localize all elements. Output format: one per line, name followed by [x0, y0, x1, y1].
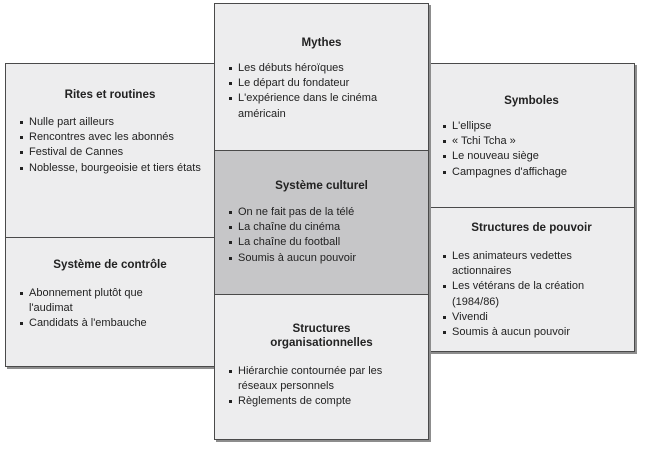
- list-item: Campagnes d'affichage: [443, 165, 628, 180]
- list-item: Rencontres avec les abonnés: [20, 130, 208, 145]
- box-symboles: Symboles L'ellipse « Tchi Tcha » Le nouv…: [428, 63, 635, 208]
- list-item: Le départ du fondateur: [229, 76, 379, 91]
- item-list: Hiérarchie contournée par les réseaux pe…: [229, 364, 404, 410]
- item-list: Abonnement plutôt que l'audimat Candidat…: [20, 286, 180, 332]
- box-systeme-de-controle: Système de contrôle Abonnement plutôt qu…: [5, 237, 215, 367]
- list-item: Règlements de compte: [229, 394, 404, 409]
- list-item: Les vétérans de la création (1984/86): [443, 279, 621, 309]
- list-item: L'expérience dans le cinéma américain: [229, 91, 379, 121]
- list-item: Soumis à aucun pouvoir: [443, 325, 621, 340]
- list-item: La chaîne du cinéma: [229, 220, 419, 235]
- box-rites-et-routines: Rites et routines Nulle part ailleurs Re…: [5, 63, 215, 238]
- list-item: Soumis à aucun pouvoir: [229, 251, 419, 266]
- list-item: « Tchi Tcha »: [443, 134, 628, 149]
- list-item: Vivendi: [443, 310, 621, 325]
- box-title: Structures organisationnelles: [270, 322, 373, 349]
- list-item: Les débuts héroïques: [229, 61, 379, 76]
- box-systeme-culturel: Système culturel On ne fait pas de la té…: [214, 150, 429, 295]
- box-title: Rites et routines: [64, 88, 156, 101]
- box-title: Structures de pouvoir: [471, 221, 592, 234]
- box-title: Système culturel: [275, 179, 368, 192]
- item-list: Nulle part ailleurs Rencontres avec les …: [20, 115, 208, 176]
- item-list: On ne fait pas de la télé La chaîne du c…: [229, 205, 419, 266]
- list-item: Hiérarchie contournée par les réseaux pe…: [229, 364, 404, 394]
- list-item: Festival de Cannes: [20, 145, 208, 160]
- box-structures-de-pouvoir: Structures de pouvoir Les animateurs ved…: [428, 207, 635, 352]
- item-list: L'ellipse « Tchi Tcha » Le nouveau siège…: [443, 119, 628, 180]
- list-item: Abonnement plutôt que l'audimat: [20, 286, 180, 316]
- box-title: Mythes: [301, 36, 342, 49]
- list-item: On ne fait pas de la télé: [229, 205, 419, 220]
- list-item: Le nouveau siège: [443, 149, 628, 164]
- list-item: La chaîne du football: [229, 235, 419, 250]
- box-mythes: Mythes Les débuts héroïques Le départ du…: [214, 3, 429, 151]
- box-title: Symboles: [504, 94, 559, 107]
- box-structures-organisationnelles: Structures organisationnelles Hiérarchie…: [214, 294, 429, 440]
- item-list: Les débuts héroïques Le départ du fondat…: [229, 61, 379, 122]
- list-item: Candidats à l'embauche: [20, 316, 180, 331]
- item-list: Les animateurs vedettes actionnaires Les…: [443, 249, 621, 340]
- list-item: Les animateurs vedettes actionnaires: [443, 249, 621, 279]
- list-item: L'ellipse: [443, 119, 628, 134]
- box-title: Système de contrôle: [53, 258, 167, 271]
- list-item: Noblesse, bourgeoisie et tiers états: [20, 161, 208, 176]
- list-item: Nulle part ailleurs: [20, 115, 208, 130]
